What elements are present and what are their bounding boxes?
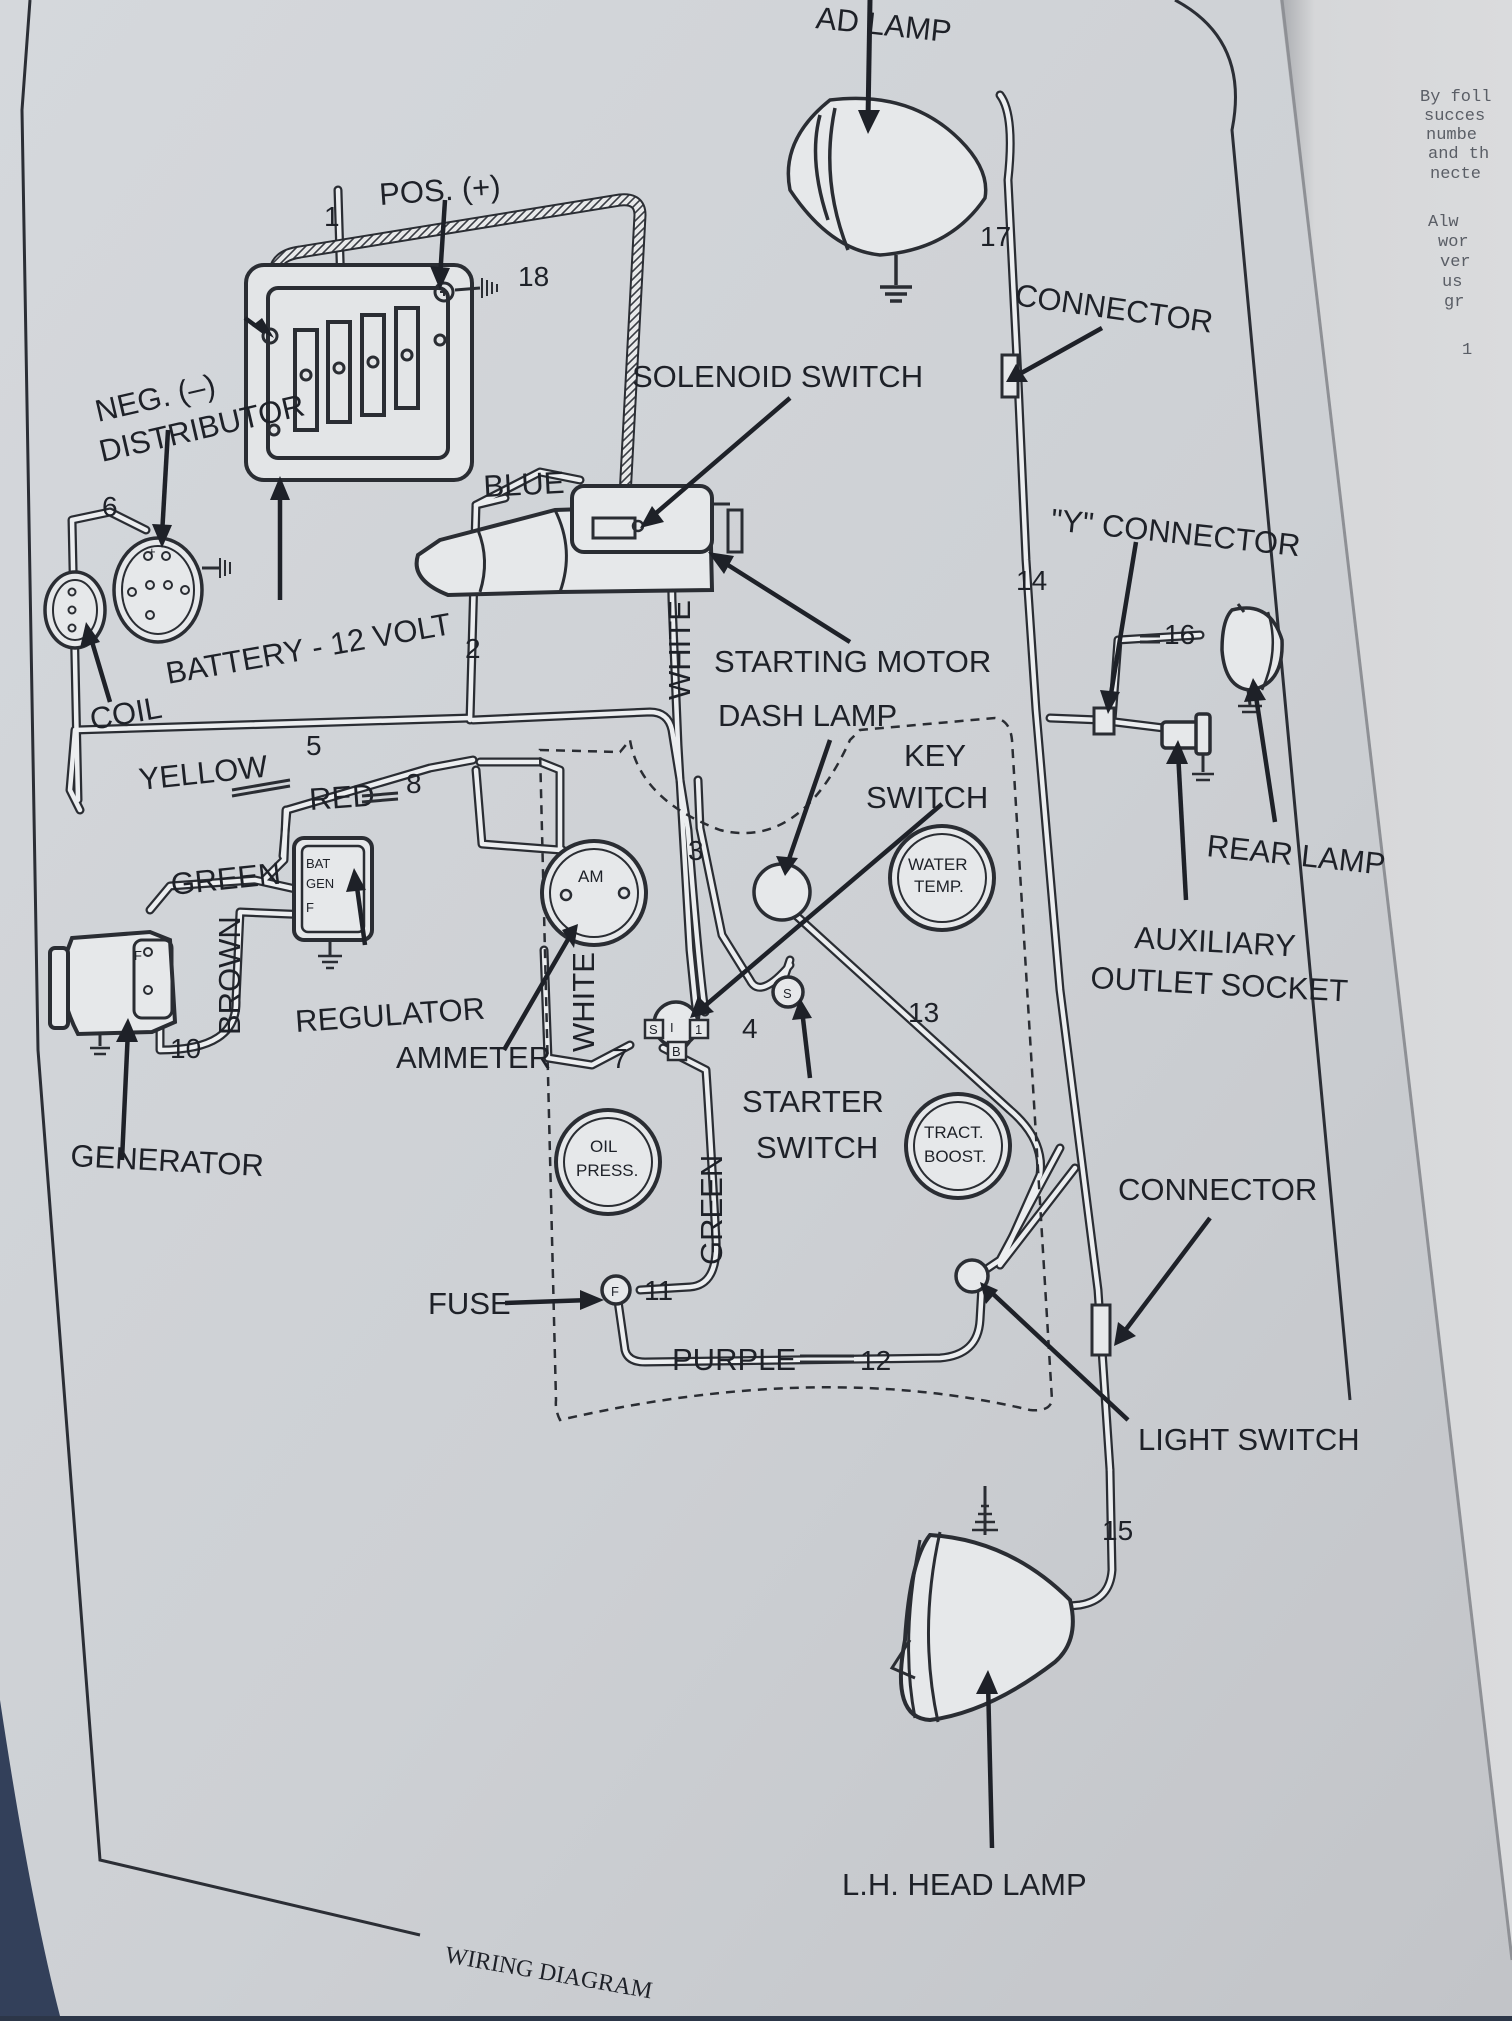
right-text-line: gr <box>1444 293 1464 312</box>
starter-switch-label-2: SWITCH <box>756 1130 878 1165</box>
starter-switch <box>771 975 805 1009</box>
right-page-text: By foll succes numbe and th necte Alw wo… <box>1420 88 1491 360</box>
wire-number-16: 16 <box>1164 619 1195 650</box>
starter-switch-terminal: S <box>783 986 792 1001</box>
right-text-line: wor <box>1438 233 1469 252</box>
regulator-terminal-bat: BAT <box>306 856 330 871</box>
green-fuse-wire-label: GREEN <box>694 1155 729 1265</box>
starting-motor-label: STARTING MOTOR <box>714 644 991 679</box>
distributor <box>112 536 231 644</box>
generator-terminal-label: F <box>134 948 142 963</box>
water-temp-label-1: WATER <box>908 855 968 874</box>
auxiliary-outlet-socket <box>1160 712 1214 782</box>
right-text-line: By foll <box>1420 88 1491 107</box>
light-switch <box>954 1258 990 1294</box>
wire-number-6: 6 <box>102 491 118 522</box>
oil-press-gauge <box>554 1108 662 1216</box>
lh-head-lamp-label: L.H. HEAD LAMP <box>842 1867 1087 1902</box>
blue-wire-label: BLUE <box>483 465 566 504</box>
fuse-label: FUSE <box>428 1286 511 1321</box>
dashboard-outline <box>538 716 1054 1422</box>
wire-number-13: 13 <box>908 997 939 1028</box>
wire-number-10: 10 <box>170 1033 201 1064</box>
tract-boost-label-2: BOOST. <box>924 1147 986 1166</box>
wire-number-1: 1 <box>324 201 340 232</box>
ammeter-face-label: AM <box>578 867 604 886</box>
lh-head-lamp <box>889 1486 1075 1723</box>
auxiliary-label-1: AUXILIARY <box>1134 920 1297 963</box>
generator <box>48 929 178 1056</box>
pos-terminal-label: POS. (+) <box>378 169 502 212</box>
arrow <box>865 0 873 121</box>
wire-number-15: 15 <box>1102 1515 1133 1546</box>
wire-number-3: 3 <box>688 835 704 866</box>
rh-head-lamp <box>786 96 988 303</box>
key-switch-label-2: SWITCH <box>866 780 988 815</box>
wire-number-5: 5 <box>306 730 322 761</box>
solenoid-switch-label: SOLENOID SWITCH <box>632 359 923 394</box>
starter-switch-label-1: STARTER <box>742 1084 884 1119</box>
wire-number-14: 14 <box>1016 565 1047 596</box>
fuse <box>600 1274 632 1306</box>
white-wire-label: WHITE <box>662 600 697 700</box>
wire-number-18: 18 <box>518 261 549 292</box>
wire-number-8: 8 <box>406 768 422 799</box>
brown-wire-label: BROWN <box>212 916 247 1035</box>
connector-bottom-label: CONNECTOR <box>1118 1172 1317 1207</box>
wire-number-2: 2 <box>465 633 481 664</box>
wire-number-4: 4 <box>742 1013 758 1044</box>
key-switch <box>643 1000 710 1062</box>
right-text-line: and th <box>1428 145 1489 164</box>
tract-boost-label-1: TRACT. <box>924 1123 984 1142</box>
distributor-terminal-plus: + <box>148 544 156 559</box>
fuse-terminal-f: F <box>611 1284 619 1299</box>
regulator-terminal-f: F <box>306 900 314 915</box>
right-text-line: succes <box>1424 107 1485 126</box>
wire-harness <box>65 90 1205 1612</box>
ammeter-gauge <box>540 839 648 947</box>
purple-wire-label: PURPLE <box>672 1342 796 1377</box>
oil-press-label-2: PRESS. <box>576 1161 638 1180</box>
water-temp-gauge <box>888 824 996 932</box>
dash-lamp-label: DASH LAMP <box>718 698 897 733</box>
page-border <box>20 0 1352 1937</box>
wire-number-11: 11 <box>644 1275 673 1306</box>
right-text-line: Alw <box>1428 213 1459 232</box>
key-switch-terminal-1: 1 <box>695 1022 702 1037</box>
wire-number-17: 17 <box>980 221 1011 252</box>
starting-motor <box>414 484 744 598</box>
wire-number-12: 12 <box>860 1345 891 1376</box>
arrow-head <box>858 110 880 134</box>
pointer-arrow-heads <box>80 266 1266 1694</box>
y-connector <box>1092 706 1116 736</box>
dash-lamp <box>752 862 812 922</box>
light-switch-label: LIGHT SWITCH <box>1138 1422 1360 1457</box>
key-switch-label-1: KEY <box>904 738 966 773</box>
right-text-line: 1 <box>1462 341 1472 360</box>
key-switch-center-i: I <box>670 1020 674 1035</box>
wire-numbers: 1 2 3 4 5 6 7 8 10 11 12 13 14 15 16 17 … <box>102 201 1195 1546</box>
ammeter-label: AMMETER <box>396 1040 551 1075</box>
right-text-line: us <box>1442 273 1462 292</box>
right-text-line: necte <box>1430 165 1481 184</box>
connector-bottom <box>1090 1303 1112 1357</box>
right-text-line: numbe <box>1426 126 1477 145</box>
oil-press-label-1: OIL <box>590 1137 617 1156</box>
wire-number-7: 7 <box>612 1043 628 1074</box>
key-switch-terminal-s: S <box>649 1022 658 1037</box>
wire-number-dashes <box>231 634 1160 1364</box>
right-text-line: ver <box>1440 253 1471 272</box>
regulator-terminal-gen: GEN <box>306 876 334 891</box>
red-wire-label: RED <box>308 778 376 817</box>
tract-boost-gauge <box>904 1092 1012 1200</box>
battery <box>244 263 498 482</box>
white-ammeter-wire-label: WHITE <box>566 952 601 1052</box>
water-temp-label-2: TEMP. <box>914 877 964 896</box>
key-switch-terminal-b: B <box>672 1044 681 1059</box>
